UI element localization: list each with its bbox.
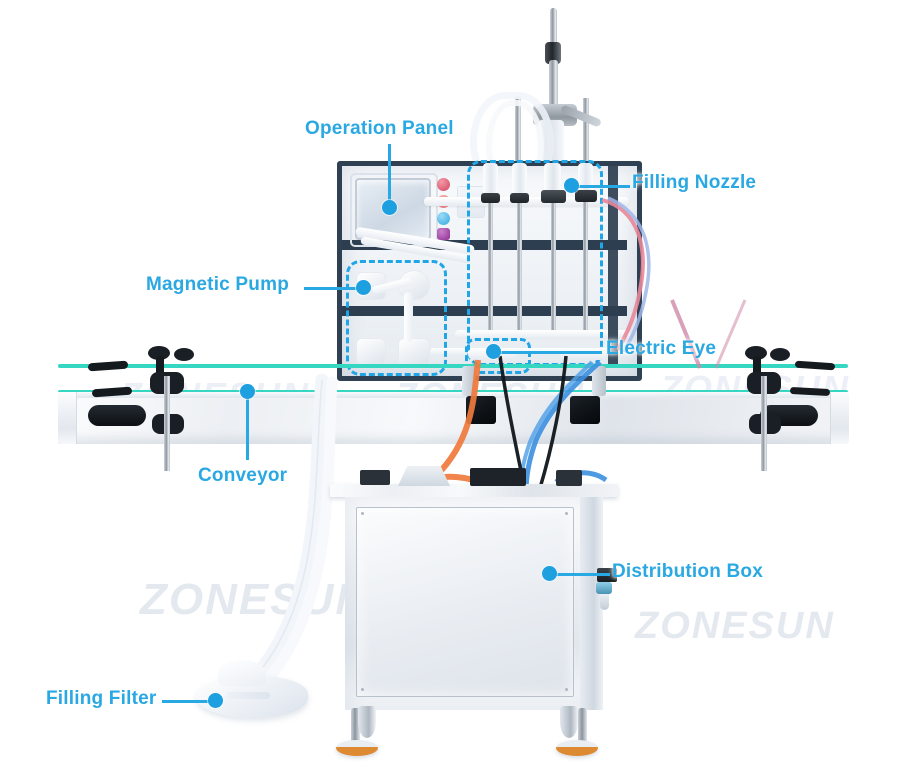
callout-dot-distribution-box — [542, 566, 557, 581]
pump-tube-2 — [404, 292, 413, 342]
callout-leader-electric-eye — [500, 351, 602, 354]
callout-label-conveyor: Conveyor — [198, 465, 288, 486]
filling-filter-spout — [218, 660, 266, 686]
callout-dot-operation-panel — [382, 200, 397, 215]
watermark: ZONESUN — [140, 575, 370, 624]
leg-left-bracket — [358, 706, 376, 738]
top-guide-rod — [550, 8, 557, 56]
callout-leader-filling-nozzle — [578, 185, 630, 188]
cabinet-top-bracket — [398, 466, 450, 486]
cabinet-top-plate — [330, 484, 618, 497]
cabinet-right-edge — [580, 497, 603, 710]
sensor-mount-right — [592, 366, 606, 396]
frame-post-right — [608, 166, 618, 366]
door-screw-tl — [361, 512, 364, 515]
nozzle-lower-bar — [455, 330, 630, 339]
air-regulator-valve — [596, 582, 612, 594]
callout-label-filling-nozzle: Filling Nozzle — [632, 172, 757, 193]
callout-label-distribution-box: Distribution Box — [612, 561, 763, 582]
callout-label-operation-panel: Operation Panel — [305, 118, 454, 139]
door-screw-tr — [565, 512, 568, 515]
air-regulator-bowl — [600, 594, 609, 610]
rail-bracket-arm-left-1 — [87, 360, 129, 372]
callout-dot-filling-filter — [208, 693, 223, 708]
callout-label-filling-filter: Filling Filter — [46, 688, 157, 709]
highlight-box-magnetic-pump — [346, 260, 447, 376]
guide-rod-right — [583, 98, 589, 186]
leg-right — [578, 708, 587, 748]
frame-crossbar-lower — [342, 306, 627, 316]
callout-label-magnetic-pump: Magnetic Pump — [146, 274, 290, 295]
conveyor-end-right — [830, 392, 849, 444]
electric-eye-sensor-right — [570, 396, 600, 424]
cabinet-top-component-mid — [470, 468, 526, 486]
cabinet-top-component-right — [556, 470, 582, 486]
highlight-box-filling-nozzle — [467, 160, 603, 366]
callout-dot-magnetic-pump — [356, 280, 371, 295]
conveyor-end-left — [58, 392, 77, 444]
mode-button[interactable] — [437, 228, 450, 240]
conveyor-guide-rail-upper — [58, 364, 848, 368]
rod-collar — [545, 42, 561, 64]
callout-leader-operation-panel — [388, 144, 391, 206]
leg-left — [351, 708, 360, 748]
start-button[interactable] — [437, 212, 450, 225]
callout-label-electric-eye: Electric Eye — [606, 338, 717, 359]
highlight-box-electric-eye — [465, 338, 531, 374]
electric-eye-sensor-left — [466, 396, 496, 424]
pump-3 — [356, 338, 386, 366]
conveyor-motor-left — [88, 405, 146, 426]
door-screw-bl — [361, 688, 364, 691]
callout-leader-conveyor — [246, 396, 249, 460]
callout-leader-filling-filter — [162, 700, 214, 703]
callout-dot-filling-nozzle — [564, 178, 579, 193]
callout-leader-magnetic-pump — [304, 287, 362, 290]
main-lift-rod — [549, 60, 558, 112]
leg-right-bracket — [560, 706, 578, 738]
frame-crossbar-upper — [342, 240, 627, 250]
door-screw-br — [565, 688, 568, 691]
callout-leader-distribution-box — [556, 573, 610, 576]
sensor-mount-left — [462, 366, 476, 396]
sensor-head-right — [560, 348, 606, 360]
cabinet-door-panel[interactable] — [356, 507, 574, 697]
callout-dot-electric-eye — [486, 344, 501, 359]
foot-right — [556, 740, 598, 756]
cabinet-top-component-left — [360, 470, 390, 485]
callout-dot-conveyor — [240, 384, 255, 399]
emergency-button[interactable] — [437, 178, 450, 191]
watermark: ZONESUN — [635, 605, 835, 647]
filling-filter-slot — [226, 692, 270, 699]
foot-left — [336, 740, 378, 756]
